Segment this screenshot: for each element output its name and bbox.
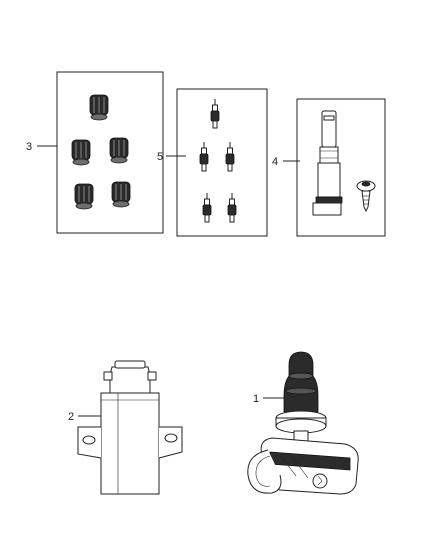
tire-pressure-sensor-icon — [247, 351, 359, 495]
sensor-group: 1 — [247, 351, 359, 495]
tpms-module-group: 2 — [68, 360, 183, 495]
callout-3: 3 — [26, 141, 32, 153]
valve-cores-box — [176, 88, 268, 237]
tpms-module-icon — [77, 360, 183, 495]
tpms-tool-icon — [312, 110, 376, 216]
callout-5: 5 — [157, 151, 163, 163]
callout-1: 1 — [253, 393, 259, 405]
callout-4: 4 — [272, 156, 278, 168]
install-tool-group: 4 — [272, 98, 386, 237]
valve-caps-group: 3 — [26, 71, 164, 234]
callout-2: 2 — [68, 411, 74, 423]
valve-core-icon — [199, 99, 237, 223]
valve-cap-icon — [71, 94, 131, 210]
valve-cores-group: 5 — [157, 88, 268, 237]
